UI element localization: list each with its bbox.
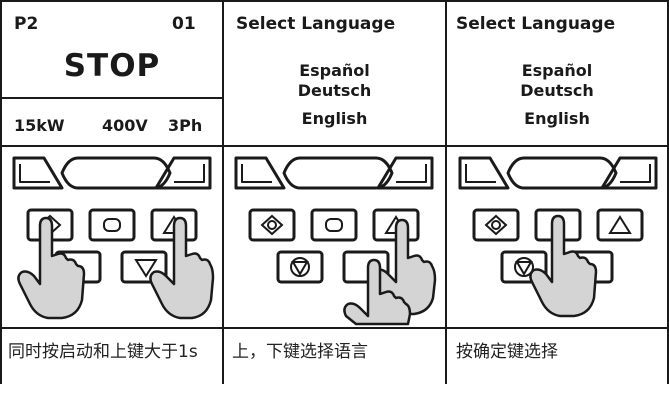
start-key-icon: [472, 208, 520, 242]
right-function-key: [154, 156, 212, 190]
menu-key: [60, 156, 172, 190]
display-divider: [0, 97, 224, 99]
keypad-panel-2: [234, 156, 437, 326]
table-border-top: [0, 0, 669, 2]
language-option-spanish: Español: [521, 61, 593, 80]
column-divider-2: [445, 0, 447, 384]
language-option-spanish: Español: [299, 61, 370, 80]
drive-status: STOP: [63, 48, 161, 84]
language-option-german: Deutsch: [520, 81, 594, 100]
table-border-left: [0, 0, 2, 384]
keypad-panel-1: [12, 156, 215, 320]
left-function-key: [12, 156, 64, 190]
hand-pointer-icon: [343, 218, 437, 326]
power-rating: 15kW: [14, 116, 65, 135]
ok-key-icon: [88, 208, 136, 242]
instruction-step-1: 同时按启动和上键大于1s: [8, 342, 198, 362]
language-option-english: English: [301, 109, 368, 128]
language-option-german: Deutsch: [297, 81, 372, 100]
down-key-icon: [342, 250, 390, 284]
parameter-code: P2: [14, 14, 39, 34]
phase-rating: 3Ph: [168, 116, 203, 135]
instruction-step-2: 上，下键选择语言: [232, 342, 368, 362]
hand-pointer-icon: [17, 216, 215, 320]
stop-key-icon: [500, 250, 548, 284]
column-divider-1: [222, 0, 224, 384]
down-key-icon: [120, 250, 168, 284]
start-key-icon: [248, 208, 296, 242]
parameter-index: 01: [172, 14, 196, 34]
ok-key-icon: [310, 208, 358, 242]
stop-key-icon: [276, 250, 324, 284]
row-divider-keypad: [0, 327, 669, 329]
hand-pointer-icon: [529, 214, 598, 318]
keypad-panel-3: [458, 156, 658, 318]
language-option-english: English: [524, 109, 590, 128]
instruction-step-3: 按确定键选择: [456, 342, 558, 362]
up-key-icon: [596, 208, 644, 242]
select-language-title: Select Language: [236, 14, 396, 34]
row-divider-display: [0, 145, 669, 147]
table-border-right: [667, 0, 669, 384]
voltage-rating: 400V: [102, 116, 148, 135]
select-language-title: Select Language: [456, 14, 616, 34]
